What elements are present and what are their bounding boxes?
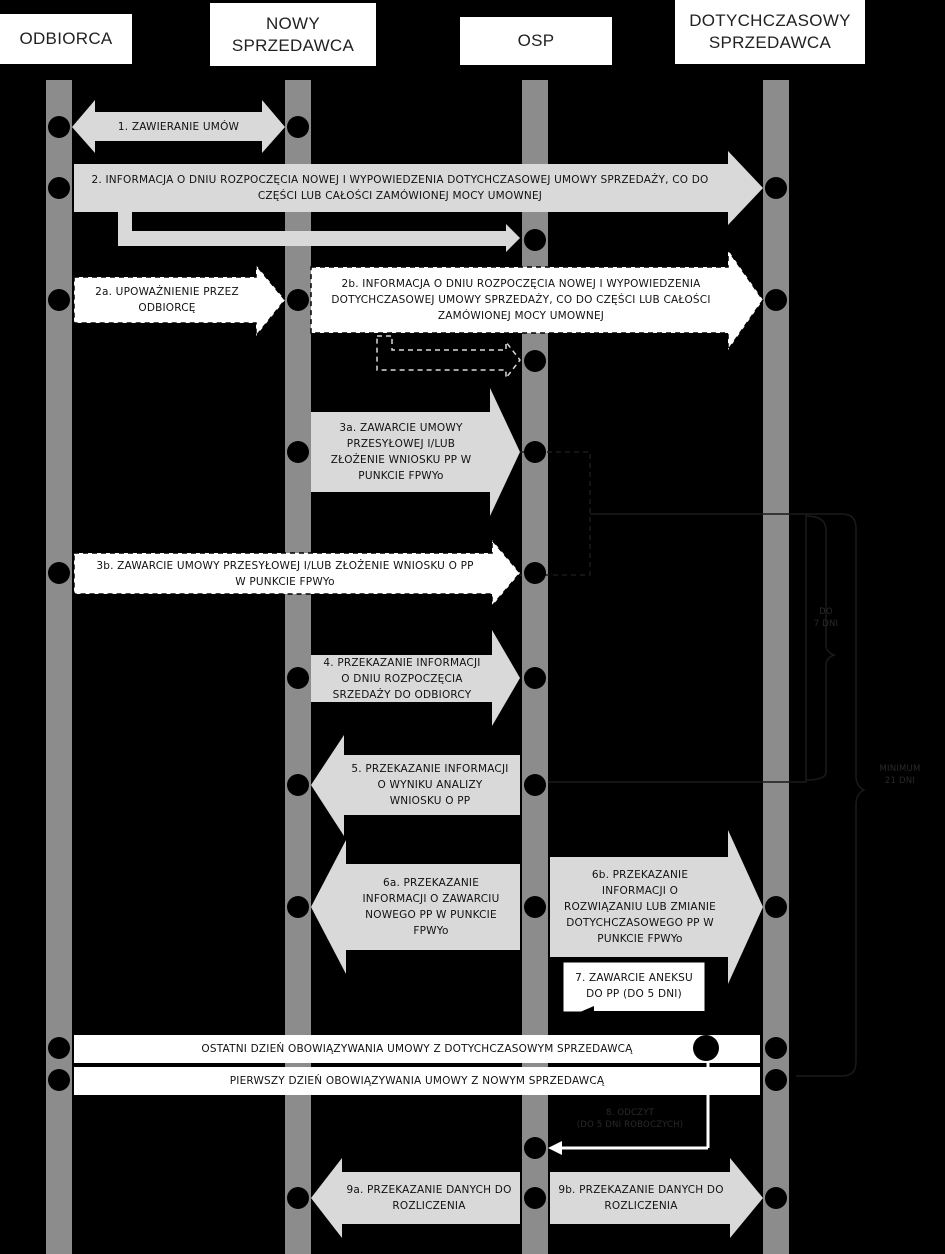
arrow-step-2b bbox=[310, 247, 764, 353]
arrow-step-9a bbox=[311, 1158, 520, 1238]
arrow-step-4 bbox=[311, 630, 520, 726]
label-step-6a: 6a. PRZEKAZANIE INFORMACJI O ZAWARCIU NO… bbox=[362, 877, 500, 937]
arrow-step-3a bbox=[311, 388, 520, 516]
arrow-step-2 bbox=[74, 151, 763, 225]
label-first-day: PIERWSZY DZIEŃ OBOWIĄZYWANIA UMOWY Z NOW… bbox=[229, 1075, 605, 1087]
dot bbox=[287, 289, 309, 311]
lane-header-nowy-sprzedawca: NOWY SPRZEDAWCA bbox=[210, 3, 376, 66]
label-step-7: 7. ZAWARCIE ANEKSU DO PP (DO 5 DNI) bbox=[575, 972, 693, 1000]
dot bbox=[524, 667, 546, 689]
label-step-6b: 6b. PRZEKAZANIE INFORMACJI O ROZWIĄZANIU… bbox=[563, 869, 717, 945]
dot bbox=[48, 1069, 70, 1091]
dot bbox=[287, 441, 309, 463]
arrow-step-5 bbox=[311, 735, 520, 836]
lane-header-osp: OSP bbox=[460, 17, 612, 65]
box-step-7 bbox=[562, 961, 706, 1013]
dot bbox=[524, 229, 546, 251]
arrow-step-2a bbox=[73, 262, 286, 339]
dot bbox=[765, 177, 787, 199]
dot bbox=[765, 289, 787, 311]
arrow-step-2b-branch bbox=[376, 335, 521, 381]
arrow-step-1 bbox=[72, 100, 285, 153]
lane-header-odbiorca: ODBIORCA bbox=[0, 14, 132, 64]
label-step-3a: 3a. ZAWARCIE UMOWY PRZESYŁOWEJ I/LUB ZŁO… bbox=[330, 422, 472, 482]
start-dot-step-8 bbox=[693, 1035, 719, 1061]
dot bbox=[287, 896, 309, 918]
arrow-step-3b bbox=[73, 537, 521, 609]
dot bbox=[48, 562, 70, 584]
arrow-step-7-head bbox=[580, 1006, 594, 1018]
label-step-9b: 9b. PRZEKAZANIE DANYCH DO ROZLICZENIA bbox=[558, 1184, 724, 1212]
dot bbox=[765, 1037, 787, 1059]
arrow-step-8-head bbox=[548, 1141, 562, 1155]
brace-connector-3a-3b bbox=[520, 451, 591, 576]
dot bbox=[287, 116, 309, 138]
label-step-3b: 3b. ZAWARCIE UMOWY PRZESYŁOWEJ I/LUB ZŁO… bbox=[96, 560, 474, 588]
dot bbox=[524, 1187, 546, 1209]
dot bbox=[48, 289, 70, 311]
arrow-step-9b bbox=[550, 1158, 763, 1238]
label-step-2b: 2b. INFORMACJA O DNIU ROZPOCZĘCIA NOWEJ … bbox=[331, 278, 711, 322]
label-step-2: 2. INFORMACJA O DNIU ROZPOCZĘCIA NOWEJ I… bbox=[91, 174, 709, 202]
label-step-2a: 2a. UPOWAŻNIENIE PRZEZ ODBIORCĘ bbox=[95, 286, 239, 314]
do7-bracket-line bbox=[548, 513, 807, 783]
dot bbox=[287, 1187, 309, 1209]
dot bbox=[524, 1137, 546, 1159]
dot bbox=[524, 896, 546, 918]
dot bbox=[524, 562, 546, 584]
label-step-4: 4. PRZEKAZANIE INFORMACJI O DNIU ROZPOCZ… bbox=[323, 657, 481, 701]
dot bbox=[48, 177, 70, 199]
dot bbox=[287, 667, 309, 689]
bar-last-day bbox=[74, 1035, 760, 1063]
label-last-day: OSTATNI DZIEŃ OBOWIĄZYWANIA UMOWY Z DOTY… bbox=[201, 1043, 633, 1055]
dot bbox=[287, 774, 309, 796]
lane-header-dotychczasowy: DOTYCHCZASOWY SPRZEDAWCA bbox=[675, 0, 865, 64]
arrow-step-6b bbox=[550, 830, 763, 984]
dot bbox=[765, 1069, 787, 1091]
dot bbox=[48, 116, 70, 138]
dot bbox=[765, 1187, 787, 1209]
label-step-8: 8. ODCZYT (DO 5 DNI ROBOCZYCH) bbox=[576, 1108, 684, 1130]
dot bbox=[524, 441, 546, 463]
do7-brace bbox=[805, 515, 837, 781]
bar-first-day bbox=[74, 1067, 760, 1095]
label-step-1: 1. ZAWIERANIE UMÓW bbox=[117, 120, 240, 133]
note-minimum-21-dni: MINIMUM 21 DNI bbox=[879, 764, 921, 786]
dot bbox=[48, 1037, 70, 1059]
arrow-step-2-branch bbox=[118, 212, 520, 252]
dot bbox=[765, 896, 787, 918]
label-step-9a: 9a. PRZEKAZANIE DANYCH DO ROZLICZENIA bbox=[346, 1184, 512, 1212]
min21-brace bbox=[796, 513, 866, 1077]
note-do-7-dni: DO 7 DNI bbox=[813, 607, 839, 629]
arrow-step-6a bbox=[311, 840, 520, 974]
dot bbox=[524, 774, 546, 796]
label-step-5: 5. PRZEKAZANIE INFORMACJI O WYNIKU ANALI… bbox=[351, 763, 509, 807]
dot bbox=[524, 350, 546, 372]
activation-dots bbox=[48, 116, 787, 1209]
